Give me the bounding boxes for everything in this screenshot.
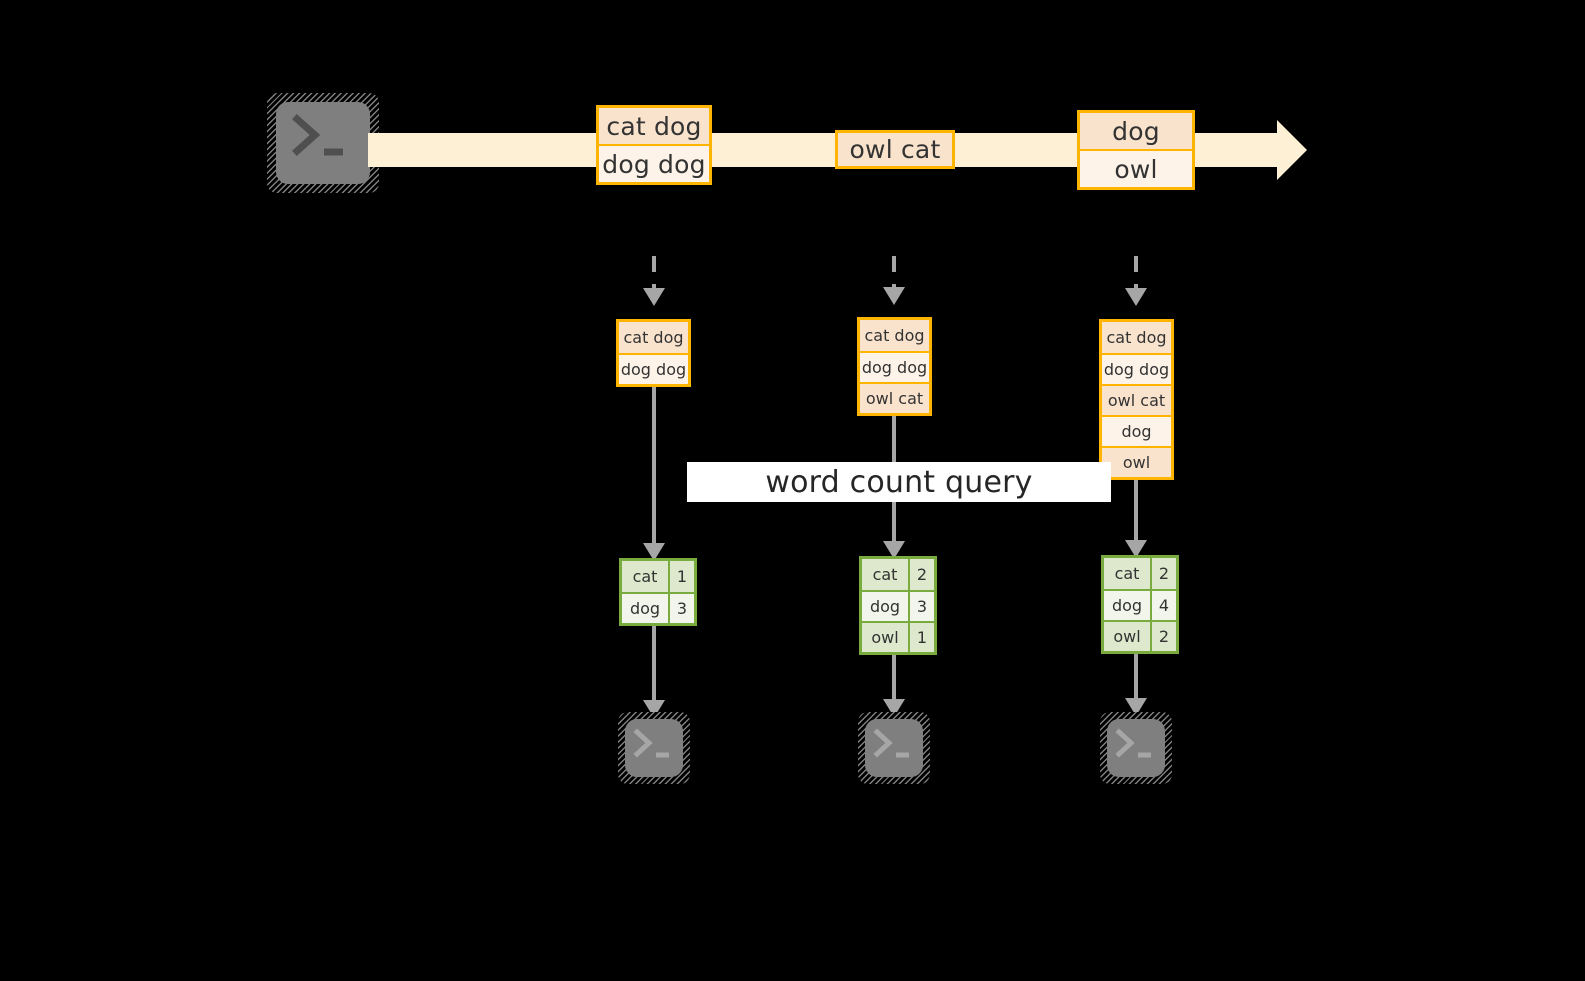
result-word: cat: [1104, 558, 1150, 589]
result-count: 2: [1150, 558, 1176, 589]
table-row: dog 4: [1104, 589, 1176, 620]
accumulated-line: cat dog: [860, 320, 929, 351]
result-count: 2: [1150, 622, 1176, 651]
column-1-accumulated-stack[interactable]: cat dog dog dog: [616, 319, 691, 387]
accumulated-line: owl cat: [860, 382, 929, 413]
result-word: cat: [622, 561, 668, 592]
column-2-input-arrow-head-icon: [883, 287, 905, 305]
source-terminal-icon: [267, 93, 379, 193]
column-2-sink-terminal-icon: [858, 712, 930, 784]
column-3-accumulated-stack[interactable]: cat dog dog dog owl cat dog owl: [1099, 319, 1174, 480]
terminal-prompt-icon: [858, 712, 930, 784]
result-word: owl: [1104, 622, 1150, 651]
result-count: 4: [1150, 591, 1176, 620]
column-3-accumulate-line: [1134, 473, 1138, 551]
column-1-output-line: [652, 619, 656, 711]
table-row: dog 3: [622, 592, 694, 623]
stream-event-line: owl cat: [838, 133, 952, 166]
stream-event-line: dog: [1080, 113, 1192, 149]
table-row: cat 1: [622, 561, 694, 592]
stream-event-3[interactable]: dog owl: [1077, 110, 1195, 190]
column-3-input-dashed-line: [1134, 256, 1138, 290]
result-count: 3: [908, 592, 934, 621]
table-row: cat 2: [862, 559, 934, 590]
column-2-accumulated-stack[interactable]: cat dog dog dog owl cat: [857, 317, 932, 416]
stream-event-line: dog dog: [599, 144, 709, 182]
column-1-input-dashed-line: [652, 256, 656, 290]
accumulated-line: cat dog: [619, 322, 688, 353]
accumulated-line: owl: [1102, 446, 1171, 477]
accumulated-line: dog dog: [860, 351, 929, 382]
column-3-result-table[interactable]: cat 2 dog 4 owl 2: [1101, 555, 1179, 654]
accumulated-line: owl cat: [1102, 384, 1171, 415]
column-2-output-line: [892, 648, 896, 712]
result-word: owl: [862, 623, 908, 652]
table-row: dog 3: [862, 590, 934, 621]
column-3-input-arrow-head-icon: [1125, 288, 1147, 306]
column-3-accumulate-arrow-head-icon: [1125, 540, 1147, 558]
column-1-input-arrow-head-icon: [643, 288, 665, 306]
terminal-prompt-icon: [618, 712, 690, 784]
column-3-sink-terminal-icon: [1100, 712, 1172, 784]
table-row: owl 1: [862, 621, 934, 652]
query-label-band: word count query: [687, 462, 1111, 502]
stream-event-2[interactable]: owl cat: [835, 130, 955, 169]
stream-event-line: cat dog: [599, 108, 709, 144]
result-count: 3: [668, 594, 694, 623]
result-word: dog: [862, 592, 908, 621]
column-3-output-arrow-head-icon: [1125, 698, 1147, 716]
result-count: 1: [668, 561, 694, 592]
column-1-accumulate-arrow-head-icon: [643, 543, 665, 561]
result-count: 1: [908, 623, 934, 652]
accumulated-line: dog: [1102, 415, 1171, 446]
accumulated-line: dog dog: [619, 353, 688, 384]
accumulated-line: cat dog: [1102, 322, 1171, 353]
terminal-prompt-icon: [1100, 712, 1172, 784]
column-2-input-dashed-line: [892, 256, 896, 290]
result-count: 2: [908, 559, 934, 590]
table-row: cat 2: [1104, 558, 1176, 589]
result-word: dog: [622, 594, 668, 623]
table-row: owl 2: [1104, 620, 1176, 651]
terminal-face: [276, 102, 370, 184]
stream-event-1[interactable]: cat dog dog dog: [596, 105, 712, 185]
result-word: cat: [862, 559, 908, 590]
column-2-result-table[interactable]: cat 2 dog 3 owl 1: [859, 556, 937, 655]
column-1-sink-terminal-icon: [618, 712, 690, 784]
stream-event-line: owl: [1080, 149, 1192, 187]
stream-arrow-head-icon: [1277, 120, 1307, 180]
query-label-text: word count query: [765, 464, 1033, 500]
terminal-face: [865, 719, 923, 777]
column-2-accumulate-arrow-head-icon: [883, 541, 905, 559]
accumulated-line: dog dog: [1102, 353, 1171, 384]
terminal-face: [625, 719, 683, 777]
terminal-face: [1107, 719, 1165, 777]
terminal-prompt-icon: [267, 93, 379, 193]
column-3-output-line: [1134, 647, 1138, 712]
column-1-result-table[interactable]: cat 1 dog 3: [619, 558, 697, 626]
column-1-accumulate-line: [652, 380, 656, 552]
result-word: dog: [1104, 591, 1150, 620]
